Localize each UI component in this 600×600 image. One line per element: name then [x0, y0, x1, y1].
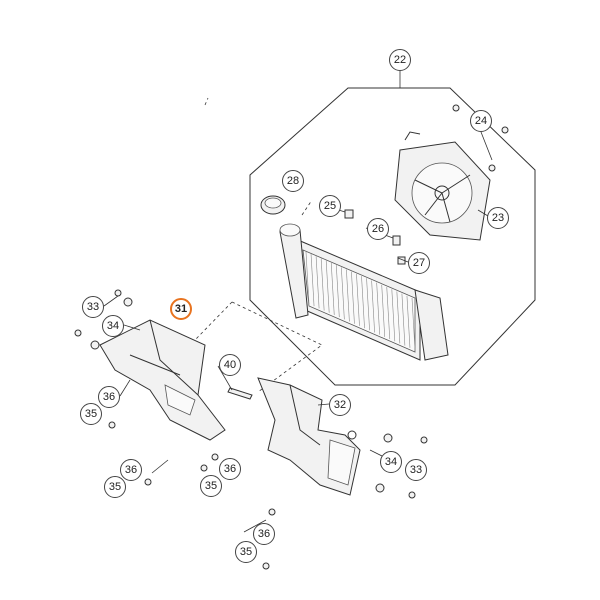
radiator-fin: [406, 295, 411, 348]
radiator-fin: [351, 271, 355, 324]
radiator-fin: [346, 269, 350, 322]
callout-27: 27: [408, 252, 430, 274]
spacer-rod: [227, 387, 253, 400]
callout-36: 36: [253, 523, 275, 545]
dashed-leader: [301, 199, 313, 216]
radiator-fin: [335, 265, 340, 318]
dashed-leader: [204, 97, 209, 106]
callout-24: 24: [470, 110, 492, 132]
cooling-fan: [394, 131, 491, 241]
radiator-fin: [401, 293, 406, 346]
radiator-fin: [356, 273, 360, 326]
callout-35: 35: [104, 476, 126, 498]
callout-28: 28: [282, 170, 304, 192]
radiator-cap: [260, 195, 286, 215]
radiator-fin: [341, 267, 345, 320]
callout-34: 34: [102, 315, 124, 337]
callout-23: 23: [487, 207, 509, 229]
radiator-fin: [381, 284, 386, 337]
callout-35: 35: [200, 475, 222, 497]
callout-40: 40: [219, 354, 241, 376]
radiator-fin: [376, 282, 380, 335]
radiator-fin: [411, 297, 416, 351]
callout-34: 34: [380, 451, 402, 473]
callout-35: 35: [80, 403, 102, 425]
radiator-fin: [366, 278, 370, 331]
radiator-fin: [325, 260, 330, 313]
radiator-fin: [386, 287, 391, 340]
radiator: [279, 223, 449, 361]
callout-33: 33: [82, 296, 104, 318]
radiator-fin: [396, 291, 401, 344]
radiator-fin: [305, 251, 310, 305]
dashed-leader: [194, 301, 233, 341]
radiator-fin: [310, 254, 315, 307]
callout-36: 36: [219, 458, 241, 480]
callout-33: 33: [405, 459, 427, 481]
screw-set: [74, 289, 428, 570]
callout-35: 35: [235, 541, 257, 563]
fastener-set: [344, 104, 509, 265]
callout-26: 26: [367, 218, 389, 240]
dashed-leader: [231, 301, 323, 393]
radiator-fin: [320, 258, 325, 311]
radiator-fin: [391, 289, 396, 342]
radiator-fin: [330, 262, 335, 315]
radiator-fin: [315, 256, 320, 309]
callout-22: 22: [389, 49, 411, 71]
callout-31-highlighted: 31: [170, 298, 192, 320]
callout-36: 36: [98, 386, 120, 408]
callout-25: 25: [319, 195, 341, 217]
left-shroud-bracket: [99, 319, 226, 441]
right-shroud-bracket: [257, 377, 361, 496]
callout-36: 36: [120, 459, 142, 481]
callout-32: 32: [329, 394, 351, 416]
radiator-fin: [371, 280, 375, 333]
radiator-fin: [361, 276, 365, 329]
